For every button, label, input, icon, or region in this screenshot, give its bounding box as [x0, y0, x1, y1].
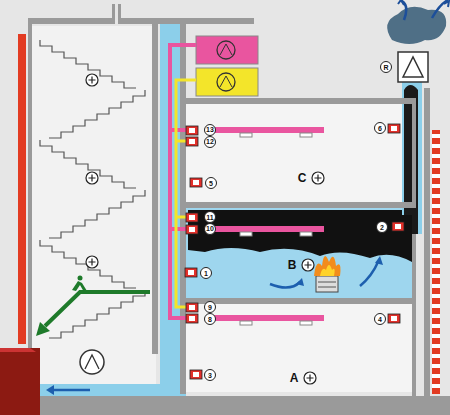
fire [314, 256, 341, 276]
callout-circle: 9 [204, 301, 216, 313]
callout-number: 3 [208, 372, 212, 379]
pressure-duct [176, 80, 196, 307]
callout-number: 8 [208, 316, 212, 323]
callout-number: 2 [380, 224, 384, 231]
room-c [186, 104, 414, 202]
zone-letter: C [298, 172, 307, 184]
callout-circle: R [380, 61, 392, 73]
callout-number: 13 [206, 126, 214, 133]
pressure-fan-unit [196, 68, 258, 96]
exhaust-arrows [400, 0, 448, 20]
escape-route [45, 292, 150, 326]
zone-letter: A [290, 372, 299, 384]
callout-circle: 3 [204, 369, 216, 381]
callout-number: 1 [204, 270, 208, 277]
callout-circle: 2 [376, 221, 388, 233]
pressurization-fan [80, 350, 104, 374]
callout-circle: 5 [205, 177, 217, 189]
room-b [186, 208, 414, 298]
callout-number: 10 [206, 225, 214, 232]
callout-circle: 6 [374, 122, 386, 134]
callout-number: 9 [208, 304, 212, 311]
walls [0, 4, 450, 415]
callout-circle: 8 [204, 313, 216, 325]
callout-number: R [383, 64, 388, 71]
callout-circle: 4 [374, 313, 386, 325]
airflow-arrows [52, 262, 378, 390]
callout-number: 6 [378, 125, 382, 132]
stairwell [28, 26, 156, 386]
callout-number: 12 [206, 138, 214, 145]
smoke-in-duct [404, 85, 418, 234]
room-ducts [212, 127, 324, 321]
ground-outside [0, 348, 40, 415]
smoke-plume [387, 7, 446, 44]
running-person [72, 276, 87, 293]
diffusers [240, 133, 312, 325]
pressure-plus [86, 74, 324, 384]
callout-circle: 1 [200, 267, 212, 279]
smoke-exhaust-fan [398, 52, 428, 82]
smoke-layer [188, 210, 412, 262]
facade-left [18, 34, 26, 344]
callout-number: 11 [206, 214, 213, 221]
fan-symbol [403, 57, 423, 77]
callout-number: 5 [209, 180, 213, 187]
smoke-duct [402, 82, 422, 234]
room-a [186, 304, 414, 392]
supply-fan-unit [196, 36, 258, 64]
facade-stripes [432, 134, 440, 388]
air-floor-duct [40, 384, 186, 396]
zone-letter: B [288, 259, 297, 271]
dampers [185, 124, 404, 379]
facade-right [432, 130, 440, 394]
callout-number: 4 [378, 316, 382, 323]
burning-barrel [316, 276, 338, 292]
